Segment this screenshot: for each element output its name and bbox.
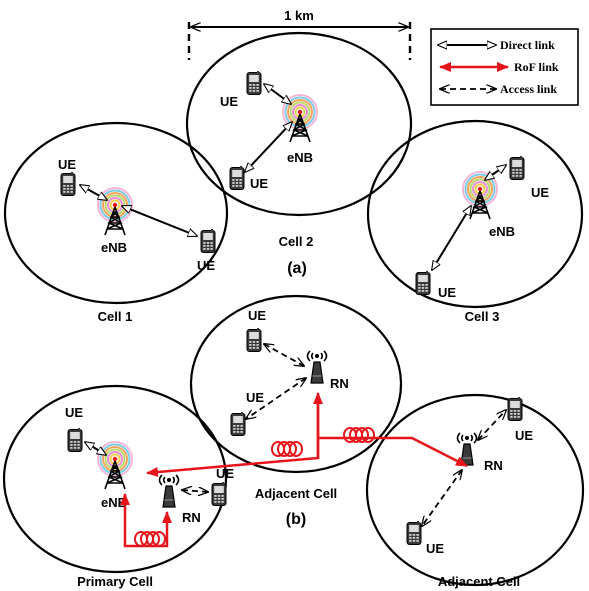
enb-label: eNB [489,224,515,239]
ue-phone-icon [200,229,216,254]
ue-label: UE [246,390,264,405]
cell-2: UE UE eNB [220,71,318,191]
rof-link-to-rn-right [318,436,468,468]
primary-cell-caption: Primary Cell [77,574,153,589]
rn-label: RN [330,376,349,391]
access-link [246,378,306,419]
enb-icon [97,441,133,490]
direct-link [432,206,471,270]
ue-phone-icon [246,71,262,96]
rof-links [120,392,468,548]
enb-label: eNB [287,150,313,165]
subfigure-a-label: (a) [287,260,307,277]
legend-rof-label: RoF link [514,60,559,74]
ue-label: UE [438,285,456,300]
ue-phone-icon [60,172,76,197]
adjacent-cell-right: UE RN UE [406,397,533,556]
primary-cell-boundary [2,384,228,574]
ue-phone-icon [509,156,525,181]
enb-icon [97,187,133,236]
rn-tower-icon [158,474,180,508]
cell-3: UE UE eNB [415,156,549,300]
direct-link [245,122,292,172]
direct-link [264,84,291,104]
cell-1: UE UE eNB [58,157,216,273]
fiber-coil-icon [271,441,303,457]
ue-phone-icon [246,328,262,353]
ue-label: UE [248,308,266,323]
ue-label: UE [216,466,234,481]
ue-phone-icon [229,166,245,191]
adjacent-cell-top: UE UE RN [230,308,349,437]
ue-phone-icon [230,412,246,437]
ue-phone-icon [67,428,83,453]
ue-phone-icon [406,521,422,546]
enb-label: eNB [101,240,127,255]
cell-3-boundary [366,119,584,309]
cell-2-caption: Cell 2 [279,234,314,249]
access-link [478,410,506,440]
fiber-coil-icon [134,531,166,547]
cell-1-caption: Cell 1 [98,309,133,324]
adjacent-cell-right-caption: Adjacent Cell [438,574,520,589]
ue-phone-icon [507,397,523,422]
primary-cell: UE UE eNB RN [65,405,234,525]
rn-tower-icon [456,432,478,466]
adjacent-cell-right-boundary [365,393,585,587]
ue-label: UE [531,185,549,200]
legend-access-label: Access link [500,82,557,96]
legend-direct-label: Direct link [500,38,555,52]
rn-label: RN [484,458,503,473]
ue-label: UE [426,541,444,556]
adjacent-cell-top-boundary [189,294,403,474]
ue-label: UE [250,176,268,191]
rn-tower-icon [306,350,328,384]
ue-label: UE [515,428,533,443]
scale-bar: 1 km [187,8,412,60]
ue-label: UE [58,157,76,172]
legend: Direct link RoF link Access link [430,28,579,106]
ue-label: UE [220,94,238,109]
direct-link [122,206,197,236]
enb-label: eNB [101,495,127,510]
cell-1-boundary [3,121,229,305]
direct-link [80,185,107,200]
subfigure-b-label: (b) [286,511,306,528]
rn-label: RN [182,510,201,525]
ue-label: UE [65,405,83,420]
ue-phone-icon [415,271,431,296]
access-link [182,490,208,492]
direct-link [485,165,506,180]
cell-2-boundary [185,31,413,217]
access-link [422,470,462,526]
ue-phone-icon [211,482,227,507]
direct-link [85,442,106,455]
adjacent-cell-top-caption: Adjacent Cell [255,486,337,501]
fiber-coil-icon [343,427,375,443]
access-link [264,344,304,366]
cell-3-caption: Cell 3 [465,309,500,324]
ue-label: UE [197,258,215,273]
scale-label: 1 km [284,8,314,23]
